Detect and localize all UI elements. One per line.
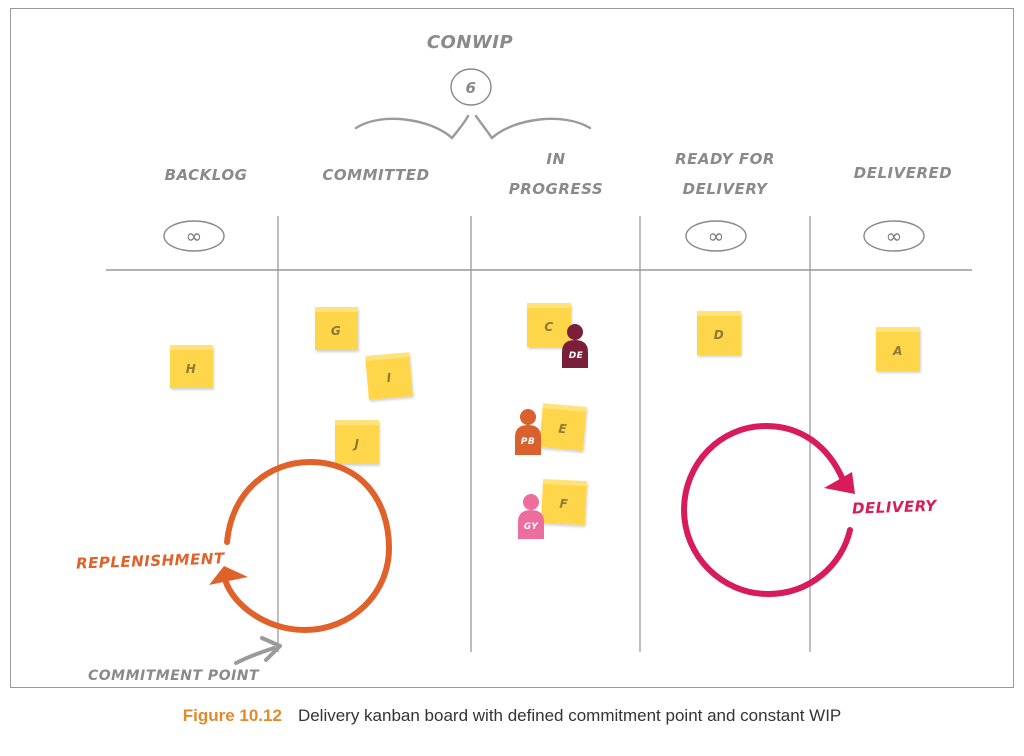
svg-text:E: E bbox=[558, 422, 568, 437]
sticky-note-f: F bbox=[540, 478, 588, 526]
sticky-note-j: J bbox=[335, 420, 379, 464]
delivery-arrowhead bbox=[824, 472, 855, 494]
replenishment-label: REPLENISHMENT bbox=[76, 549, 226, 572]
conwip-limit-circle bbox=[450, 68, 492, 106]
backlog-limit-value: ∞ bbox=[186, 224, 203, 248]
delivered-limit-circle bbox=[863, 220, 925, 252]
svg-text:F: F bbox=[559, 497, 569, 511]
column-header-delivered: DELIVERED bbox=[854, 164, 952, 182]
conwip-limit-value: 6 bbox=[466, 79, 477, 97]
sticky-note-d: D bbox=[697, 311, 741, 355]
sticky-note-i: I bbox=[365, 352, 413, 400]
kanban-diagram: CONWIP 6 BACKLOG COMMITTED IN PROGRESS R… bbox=[76, 32, 972, 684]
sticky-note-c: C bbox=[527, 303, 571, 347]
sticky-note-g: G bbox=[315, 307, 358, 350]
sticky-note-e: E bbox=[539, 403, 587, 451]
column-header-ready-line1: READY FOR bbox=[675, 150, 775, 168]
svg-text:H: H bbox=[186, 362, 197, 376]
figure-caption: Figure 10.12 Delivery kanban board with d… bbox=[0, 706, 1024, 726]
replenishment-arrowhead bbox=[209, 566, 248, 585]
commitment-point-label: COMMITMENT POINT bbox=[88, 668, 260, 684]
column-header-committed: COMMITTED bbox=[322, 166, 429, 184]
delivery-loop-arrow bbox=[680, 422, 853, 598]
column-header-in-progress-line1: IN bbox=[546, 150, 565, 168]
column-header-ready-line2: DELIVERY bbox=[683, 180, 769, 198]
delivered-limit-value: ∞ bbox=[886, 224, 903, 248]
conwip-label: CONWIP bbox=[427, 32, 513, 53]
svg-text:G: G bbox=[331, 324, 341, 338]
delivery-label: DELIVERY bbox=[852, 497, 939, 518]
column-header-backlog: BACKLOG bbox=[165, 166, 248, 184]
person-avatar-de: DE bbox=[562, 324, 588, 368]
backlog-limit-circle bbox=[163, 220, 225, 252]
svg-text:J: J bbox=[353, 437, 360, 451]
svg-text:PB: PB bbox=[521, 437, 535, 447]
ready-limit-circle bbox=[685, 220, 747, 252]
svg-text:C: C bbox=[544, 320, 553, 334]
svg-text:GY: GY bbox=[524, 522, 540, 532]
person-avatar-pb: PB bbox=[515, 409, 541, 455]
svg-text:DE: DE bbox=[569, 351, 584, 361]
svg-text:A: A bbox=[892, 344, 903, 358]
figure-caption-text: Delivery kanban board with defined commi… bbox=[297, 706, 842, 725]
ready-limit-value: ∞ bbox=[708, 224, 725, 248]
conwip-brace bbox=[354, 114, 592, 140]
column-header-in-progress-line2: PROGRESS bbox=[509, 180, 603, 198]
commitment-point-arrow bbox=[234, 646, 276, 665]
replenishment-loop-arrow bbox=[221, 458, 393, 634]
sticky-note-h: H bbox=[170, 345, 213, 388]
svg-text:I: I bbox=[386, 371, 392, 385]
person-avatar-gy: GY bbox=[518, 494, 544, 539]
sticky-note-a: A bbox=[876, 327, 920, 371]
figure-number: Figure 10.12 bbox=[182, 706, 282, 725]
svg-text:D: D bbox=[714, 328, 724, 342]
commitment-point-arrowhead bbox=[260, 636, 282, 662]
